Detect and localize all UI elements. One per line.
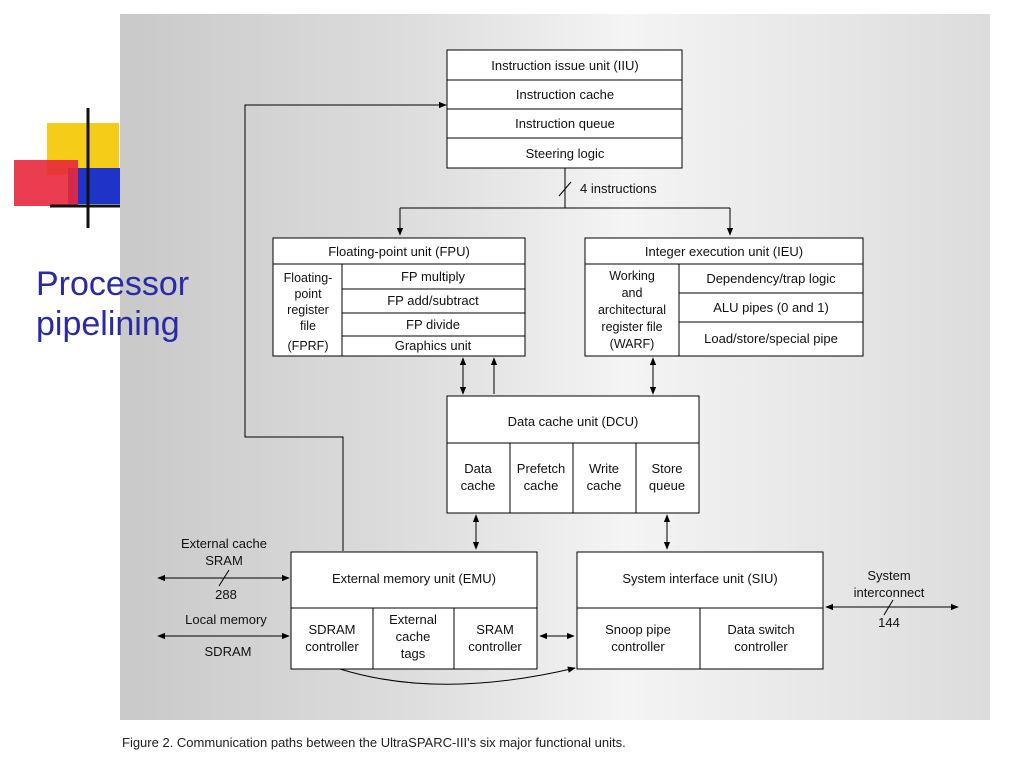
local-memory-label: SDRAM xyxy=(205,644,252,659)
emu-block: External memory unit (EMU) SDRAM control… xyxy=(290,551,538,670)
warf-label: Working xyxy=(609,269,655,283)
slide-title: Processor pipelining xyxy=(36,264,189,344)
slide-decoration-icon xyxy=(14,108,120,228)
emu-cell-label: tags xyxy=(401,646,426,661)
dcu-cell-label: Store xyxy=(651,461,682,476)
fpu-title: Floating-point unit (FPU) xyxy=(328,244,470,259)
fprf-label: Floating- xyxy=(284,271,333,285)
siu-cell-label: Data switch xyxy=(727,622,794,637)
emu-cell-label: SDRAM xyxy=(309,622,356,637)
iiu-row: Instruction queue xyxy=(515,116,615,131)
slide-title-line: Processor xyxy=(36,265,190,303)
iiu-row: Instruction cache xyxy=(516,87,614,102)
iiu-block: Instruction issue unit (IIU) Instruction… xyxy=(446,49,683,169)
system-interconnect-link: System interconnect 144 xyxy=(825,568,959,630)
issue-connector: 4 instructions xyxy=(396,168,734,236)
ext-cache-width: 288 xyxy=(215,587,237,602)
fprf-label: file xyxy=(300,319,316,333)
siu-cell-label: controller xyxy=(734,639,788,654)
dcu-cell-label: cache xyxy=(524,478,559,493)
slide-title-line: pipelining xyxy=(36,305,180,343)
fprf-label: register xyxy=(287,303,329,317)
dcu-memory-connectors xyxy=(472,514,671,550)
system-label: System xyxy=(867,568,910,583)
ieu-row: ALU pipes (0 and 1) xyxy=(713,300,829,315)
fpu-block: Floating-point unit (FPU) Floating- poin… xyxy=(272,237,526,357)
emu-cell-label: cache xyxy=(396,629,431,644)
ext-cache-label: External cache xyxy=(181,536,267,551)
figure-caption: Figure 2. Communication paths between th… xyxy=(122,735,626,750)
warf-label: (WARF) xyxy=(610,337,655,351)
local-memory-label: Local memory xyxy=(185,612,267,627)
system-width: 144 xyxy=(878,615,900,630)
siu-cell-label: controller xyxy=(611,639,665,654)
ieu-row: Load/store/special pipe xyxy=(704,331,838,346)
external-cache-link: External cache SRAM 288 xyxy=(157,536,290,602)
warf-label: register file xyxy=(601,320,662,334)
emu-to-iiu-path xyxy=(244,101,447,551)
dcu-cell-label: Write xyxy=(589,461,619,476)
system-label: interconnect xyxy=(854,585,925,600)
siu-cell-label: Snoop pipe xyxy=(605,622,671,637)
fprf-label: (FPRF) xyxy=(288,339,329,353)
siu-block: System interface unit (SIU) Snoop pipe c… xyxy=(576,551,824,670)
local-memory-link: Local memory SDRAM xyxy=(157,612,290,659)
dcu-block: Data cache unit (DCU) Data cache Prefetc… xyxy=(446,395,700,514)
emu-title: External memory unit (EMU) xyxy=(332,571,496,586)
fpu-row: FP divide xyxy=(406,317,460,332)
dcu-cell-label: Prefetch xyxy=(517,461,565,476)
emu-cell-label: External xyxy=(389,612,437,627)
fpu-row: FP add/subtract xyxy=(387,293,479,308)
emu-cell-label: controller xyxy=(468,639,522,654)
ieu-row: Dependency/trap logic xyxy=(706,271,836,286)
ieu-title: Integer execution unit (IEU) xyxy=(645,244,803,259)
dcu-title: Data cache unit (DCU) xyxy=(508,414,639,429)
fprf-label: point xyxy=(294,287,322,301)
dcu-cell-label: cache xyxy=(461,478,496,493)
fpu-row: FP multiply xyxy=(401,269,466,284)
issue-width-label: 4 instructions xyxy=(580,181,657,196)
sdram-siu-curve xyxy=(339,666,576,685)
emu-cell-label: controller xyxy=(305,639,359,654)
ext-cache-label: SRAM xyxy=(205,553,243,568)
ieu-block: Integer execution unit (IEU) Working and… xyxy=(584,237,864,357)
warf-label: architectural xyxy=(598,303,666,317)
siu-title: System interface unit (SIU) xyxy=(622,571,777,586)
dcu-cell-label: queue xyxy=(649,478,685,493)
dcu-cell-label: cache xyxy=(587,478,622,493)
iiu-row: Steering logic xyxy=(526,146,605,161)
fpu-row: Graphics unit xyxy=(395,338,472,353)
iiu-title: Instruction issue unit (IIU) xyxy=(491,58,638,73)
emu-cell-label: SRAM xyxy=(476,622,514,637)
warf-label: and xyxy=(622,286,643,300)
dcu-cell-label: Data xyxy=(464,461,492,476)
fpu-dcu-connectors xyxy=(459,357,657,395)
